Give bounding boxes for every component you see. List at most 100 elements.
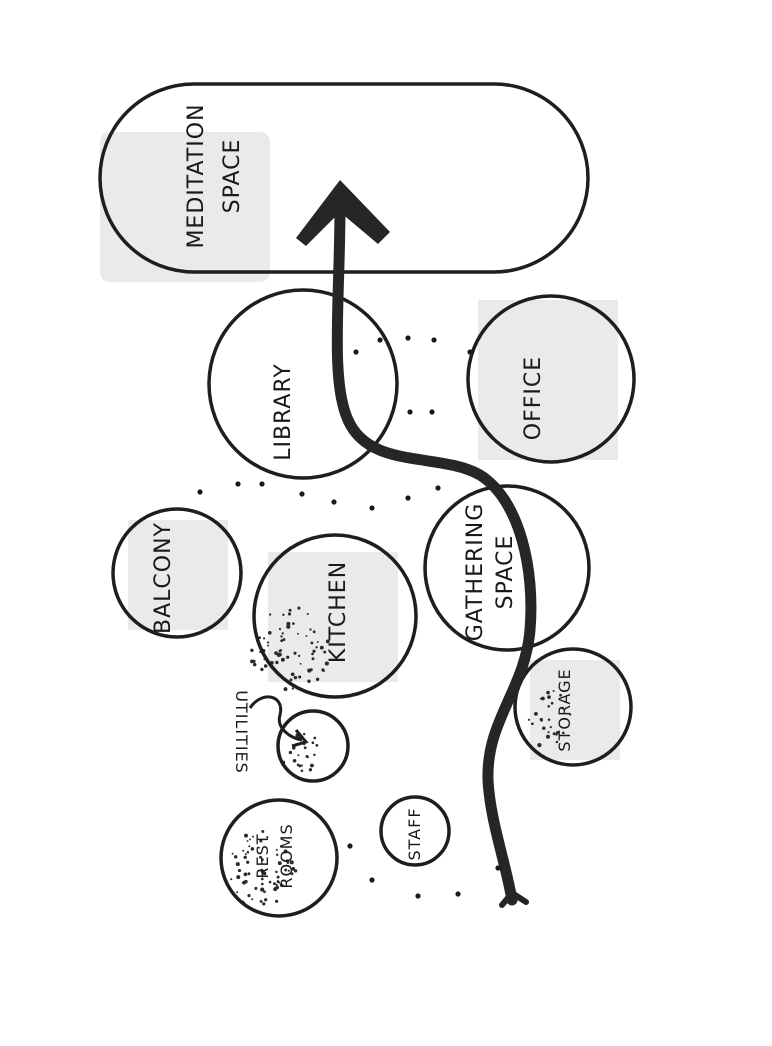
circulation-path: [331, 199, 537, 906]
library-bubble: [207, 288, 399, 480]
stipple-dot: [297, 606, 301, 610]
stipple-dot: [247, 894, 251, 898]
stipple-dot: [311, 657, 315, 661]
stipple-dot: [321, 646, 324, 649]
stipple-dot: [552, 689, 555, 693]
utilities-pointer-head: [291, 729, 309, 748]
stipple-dot: [262, 637, 266, 640]
stipple-dot: [546, 690, 550, 695]
stipple-dot: [547, 704, 551, 708]
stipple-dot: [287, 612, 292, 616]
stipple-dot: [267, 630, 272, 635]
stipple-dot: [549, 726, 552, 729]
stipple-dot: [275, 660, 279, 665]
stipple-dot: [296, 763, 300, 767]
stipple-dot: [243, 872, 248, 877]
stipple-dot: [324, 661, 329, 666]
stipple-dot: [291, 867, 296, 871]
stipple-dot: [312, 649, 316, 653]
dotted-connections: [197, 335, 501, 899]
stipple-dot: [273, 887, 278, 892]
connection-dot: [495, 865, 501, 871]
stipple-dot: [263, 890, 266, 894]
stipple-dot: [308, 768, 313, 772]
restrooms-bubble: [219, 798, 339, 918]
stipple-dot: [274, 651, 278, 655]
connection-dot: [259, 481, 265, 487]
stipple-dot: [287, 869, 290, 872]
stipple-dot: [275, 899, 279, 903]
stipple-dot: [233, 855, 238, 859]
gathering-space-bubble: [423, 484, 591, 652]
stipple-dot: [527, 718, 530, 721]
stipple-dot: [278, 627, 282, 631]
stipple-dot: [316, 640, 319, 643]
stipple-dot: [247, 872, 251, 876]
connection-dot: [405, 495, 411, 501]
stipple-dot: [230, 878, 233, 881]
stipple-dot: [305, 635, 308, 637]
stipple-dot: [292, 759, 297, 763]
connection-dot: [347, 843, 353, 849]
stipple-dot: [301, 764, 304, 767]
stipple-dot: [283, 687, 288, 692]
stipple-dot: [279, 845, 282, 848]
stipple-dot: [261, 858, 264, 862]
stipple-dot: [275, 848, 278, 851]
stipple-dot: [290, 672, 295, 677]
connection-dot: [353, 349, 359, 355]
stipple-dot: [259, 899, 263, 903]
stipple-dot: [292, 622, 295, 625]
stipple-dot: [313, 736, 317, 740]
stipple-dot: [323, 650, 327, 654]
stipple-dot: [264, 898, 268, 902]
stipple-dot: [537, 743, 542, 748]
stipple-dot: [309, 628, 312, 631]
connection-dot: [415, 893, 421, 899]
stipple-dot: [280, 635, 283, 638]
stipple-dot: [263, 664, 268, 668]
stipple-dot: [246, 860, 250, 864]
stipple-dot: [312, 630, 316, 634]
stipple-dot: [297, 632, 299, 635]
stipple-dot: [273, 882, 276, 886]
stipple-dot: [306, 756, 309, 759]
stipple-dot: [252, 662, 257, 667]
utilities-bubble: [276, 709, 350, 783]
stipple-dot: [531, 722, 534, 726]
office-bubble: [466, 294, 636, 464]
connection-dot: [431, 337, 437, 343]
stipple-dot: [541, 696, 545, 701]
stipple-dot: [545, 734, 551, 739]
stipple-dot: [290, 872, 294, 876]
stipple-dot: [542, 726, 546, 730]
stipple-dot: [281, 884, 283, 887]
stipple-dot: [277, 652, 282, 657]
stipple-dot: [237, 868, 241, 873]
stipple-dot: [289, 860, 294, 865]
staff-bubble: [379, 795, 451, 867]
restrooms-label-1: REST: [253, 833, 272, 878]
stipple-dot: [250, 648, 254, 653]
storage-bubble: [513, 647, 633, 767]
stipple-dot: [282, 613, 285, 617]
balcony-label: BALCONY: [151, 522, 176, 634]
stipple-dot: [534, 712, 538, 716]
gathering-label-1: GATHERING: [463, 503, 488, 642]
stipple-dot: [276, 875, 280, 879]
connection-dot: [407, 409, 413, 415]
connection-dot: [435, 485, 441, 491]
connection-dot: [369, 505, 375, 511]
stipple-dot: [280, 639, 283, 643]
stipple-dot: [555, 740, 559, 744]
stipple-dot: [252, 835, 254, 838]
circulation-arrowhead: [296, 180, 390, 246]
stipple-dot: [300, 769, 304, 773]
stipple-dot: [246, 850, 250, 854]
stipple-dot: [266, 836, 269, 839]
stipple-dot: [288, 608, 292, 612]
stipple-dot: [561, 707, 564, 710]
stipple-dot: [266, 641, 270, 644]
connection-dot: [455, 891, 461, 897]
connection-dot: [369, 877, 375, 883]
